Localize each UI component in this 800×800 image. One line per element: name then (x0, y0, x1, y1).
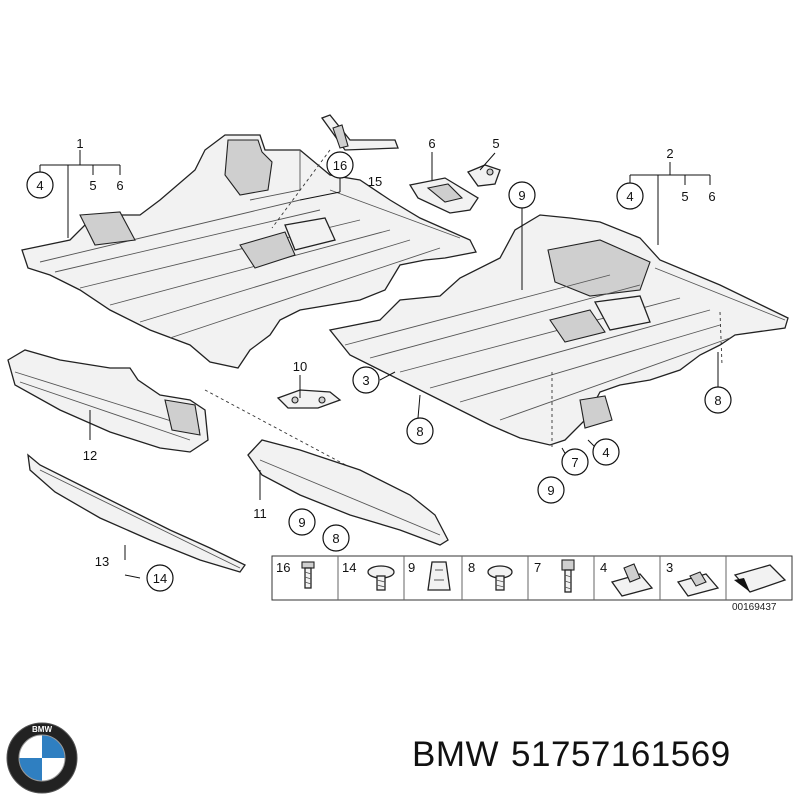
callout-14: 14 (153, 571, 167, 586)
callout-5c: 5 (681, 189, 688, 204)
callout-8c: 8 (332, 531, 339, 546)
screw-icon-8 (487, 565, 513, 591)
callout-7: 7 (571, 455, 578, 470)
underbody-panel-rear (328, 214, 789, 450)
callout-8a: 8 (416, 424, 423, 439)
callout-12: 12 (83, 448, 97, 463)
callout-15: 15 (368, 174, 382, 189)
callout-5b: 5 (492, 136, 499, 151)
bracket-part-6 (408, 177, 479, 214)
brand-caption: BMW 51757161569 (412, 735, 743, 775)
part-number: 51757161569 (511, 735, 731, 774)
clip-part-5 (466, 164, 501, 187)
clip-nut-icon-3 (676, 571, 720, 597)
hardware-label-9: 9 (408, 560, 415, 575)
callout-3: 3 (362, 373, 369, 388)
callout-6c: 6 (708, 189, 715, 204)
strip-part-13 (27, 453, 246, 573)
parts-diagram: 1 4 5 6 16 15 6 5 2 4 5 6 9 10 3 8 8 4 7… (7, 114, 793, 613)
callout-6a: 6 (116, 178, 123, 193)
logo-letters: BMW (32, 725, 52, 734)
shield-part-11 (247, 439, 449, 546)
bmw-logo: BMW (6, 722, 78, 794)
callout-10: 10 (293, 359, 307, 374)
callout-9b: 9 (547, 483, 554, 498)
screw-icon-16 (301, 561, 315, 589)
screw-icon-14 (367, 565, 395, 591)
hardware-strip: 16 14 9 8 7 4 3 (271, 555, 793, 613)
reference-code: 00169437 (732, 602, 777, 613)
callout-4b: 4 (626, 189, 633, 204)
callout-13: 13 (95, 554, 109, 569)
clip-nut-icon-4 (610, 563, 654, 597)
callout-9c: 9 (298, 515, 305, 530)
callout-2: 2 (666, 146, 673, 161)
callout-8b: 8 (714, 393, 721, 408)
hardware-label-14: 14 (342, 560, 356, 575)
hardware-label-7: 7 (534, 560, 541, 575)
callout-1: 1 (76, 136, 83, 151)
hardware-label-4: 4 (600, 560, 607, 575)
callout-16: 16 (333, 158, 347, 173)
callout-6b: 6 (428, 136, 435, 151)
plug-icon-9 (427, 561, 451, 591)
underbody-panel-front (21, 134, 477, 369)
arrow-icon (733, 564, 787, 593)
brand-name: BMW (412, 735, 500, 774)
callout-9a: 9 (518, 188, 525, 203)
strip-part-15 (271, 114, 399, 229)
callout-4a: 4 (36, 178, 43, 193)
callouts: 1 4 5 6 16 15 6 5 2 4 5 6 9 10 3 8 8 4 7… (26, 136, 732, 592)
hardware-label-8: 8 (468, 560, 475, 575)
callout-4c: 4 (602, 445, 609, 460)
hardware-label-3: 3 (666, 560, 673, 575)
callout-11: 11 (253, 506, 267, 521)
bolt-icon-7 (561, 559, 575, 593)
hardware-label-16: 16 (276, 560, 290, 575)
panel-part-12 (7, 349, 209, 453)
callout-5a: 5 (89, 178, 96, 193)
